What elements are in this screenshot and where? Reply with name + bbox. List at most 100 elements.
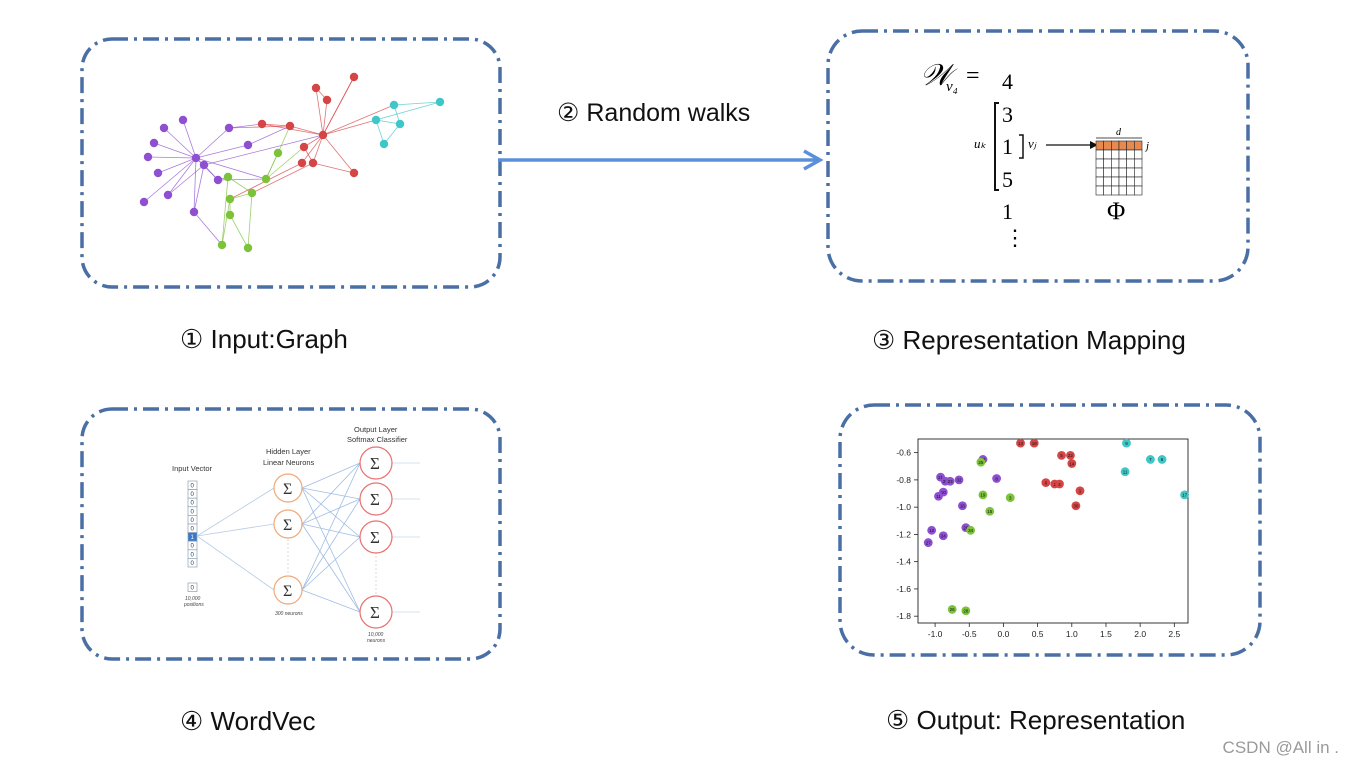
hidden-connection xyxy=(301,536,361,591)
graph-node xyxy=(311,83,321,93)
graph-edge xyxy=(153,142,197,159)
graph-edge xyxy=(247,125,291,146)
graph-edge xyxy=(221,176,229,246)
plot-area xyxy=(917,438,1189,624)
dashed-frame xyxy=(80,407,502,661)
positions-label: positions xyxy=(183,602,204,608)
dashed-frame xyxy=(826,29,1250,283)
graph-node xyxy=(225,194,235,204)
walk-node-4: 1 xyxy=(1002,199,1013,224)
point-label: 26 xyxy=(950,607,956,612)
output-neuron xyxy=(359,520,393,554)
walk-node-0: 4 xyxy=(1002,69,1013,94)
sigma-label: Σ xyxy=(283,517,292,534)
input-connection xyxy=(196,523,275,537)
matrix-cell xyxy=(1103,176,1112,187)
input-cell-value: 1 xyxy=(191,535,195,541)
scatter-point xyxy=(1055,479,1064,489)
matrix-cell xyxy=(1095,185,1104,196)
matrix-cell xyxy=(1126,140,1135,151)
graph-edge xyxy=(289,125,324,136)
walk-node-3: 5 xyxy=(1002,167,1013,192)
random-walks-arrow xyxy=(498,149,824,171)
point-label: 29 xyxy=(943,479,949,484)
scatter-point xyxy=(978,490,988,500)
y-tick-label: -0.6 xyxy=(896,448,911,458)
graph-edge xyxy=(157,157,197,174)
x-tick-label: 2.0 xyxy=(1134,629,1146,639)
graph-node xyxy=(349,168,359,178)
graph-edge xyxy=(322,134,355,174)
watermark: CSDN @All in . xyxy=(1222,738,1339,757)
matrix-cell xyxy=(1134,167,1143,178)
random-walks-caption: ② Random walks xyxy=(557,99,751,127)
graph-edge xyxy=(228,123,263,129)
wordvec-caption: ④ WordVec xyxy=(180,706,316,736)
point-label: 24 xyxy=(941,534,947,539)
matrix-cell xyxy=(1118,158,1127,169)
point-label: 16 xyxy=(960,504,966,509)
scatter-point xyxy=(985,506,995,516)
scatter-point xyxy=(1122,438,1131,448)
graph-edge xyxy=(322,76,355,136)
sigma-label: Σ xyxy=(370,490,380,509)
x-tick-label: -1.0 xyxy=(928,629,943,639)
context-right-bracket xyxy=(1019,134,1024,159)
graph-node xyxy=(213,175,223,185)
graph-edge xyxy=(195,157,267,180)
scatter-point xyxy=(1029,438,1039,448)
scatter-point xyxy=(966,525,976,535)
point-label: 19 xyxy=(980,493,986,498)
point-label: 23 xyxy=(948,479,954,484)
matrix-cell xyxy=(1095,167,1104,178)
x-tick-label: 0.0 xyxy=(998,629,1010,639)
point-label: 34 xyxy=(968,528,974,533)
hidden-neuron-count: 300 neurons xyxy=(275,611,303,617)
input-cell-value: 0 xyxy=(191,501,195,507)
graph-edge xyxy=(375,101,441,121)
j-label: j xyxy=(1144,140,1149,152)
sigma-label: Σ xyxy=(370,603,380,622)
output-layer-subtitle: Softmax Classifier xyxy=(347,435,408,444)
matrix-cell xyxy=(1111,140,1120,151)
graph-node xyxy=(308,158,318,168)
graph-edge xyxy=(221,198,231,246)
dashed-frame xyxy=(80,37,502,289)
graph-node xyxy=(189,207,199,217)
matrix-cell xyxy=(1118,140,1127,151)
matrix-cell xyxy=(1103,185,1112,196)
graph-node xyxy=(273,148,283,158)
matrix-cell xyxy=(1103,149,1112,160)
graph-node xyxy=(223,172,233,182)
hidden-connection xyxy=(301,498,361,591)
graph-edge xyxy=(193,211,223,246)
graph-edge xyxy=(229,214,249,249)
graph-edge xyxy=(265,146,305,180)
graph-edge xyxy=(322,99,328,136)
x-tick-label: 1.0 xyxy=(1066,629,1078,639)
sigma-label: Σ xyxy=(283,481,292,498)
positions-count: 10,000 xyxy=(185,596,201,602)
scatter-point xyxy=(1157,455,1167,464)
point-label: 12 xyxy=(929,528,935,533)
graph-node xyxy=(153,168,163,178)
point-label: 10 xyxy=(941,490,947,495)
matrix-cell xyxy=(1095,176,1104,187)
scatter-point xyxy=(923,538,933,547)
graph-edge xyxy=(322,104,395,136)
graph-edge xyxy=(195,127,230,159)
input-cell-value: 0 xyxy=(191,518,195,524)
matrix-cell xyxy=(1118,176,1127,187)
graph-edge xyxy=(312,134,324,164)
graph-node xyxy=(139,197,149,207)
sigma-label: Σ xyxy=(370,454,380,473)
graph-node xyxy=(191,153,201,163)
scatter-point xyxy=(976,457,986,467)
phi-matrix xyxy=(1095,140,1143,196)
matrix-cell xyxy=(1118,167,1127,178)
graph-node xyxy=(257,119,267,129)
matrix-cell xyxy=(1111,185,1120,196)
hidden-connection xyxy=(301,523,361,538)
